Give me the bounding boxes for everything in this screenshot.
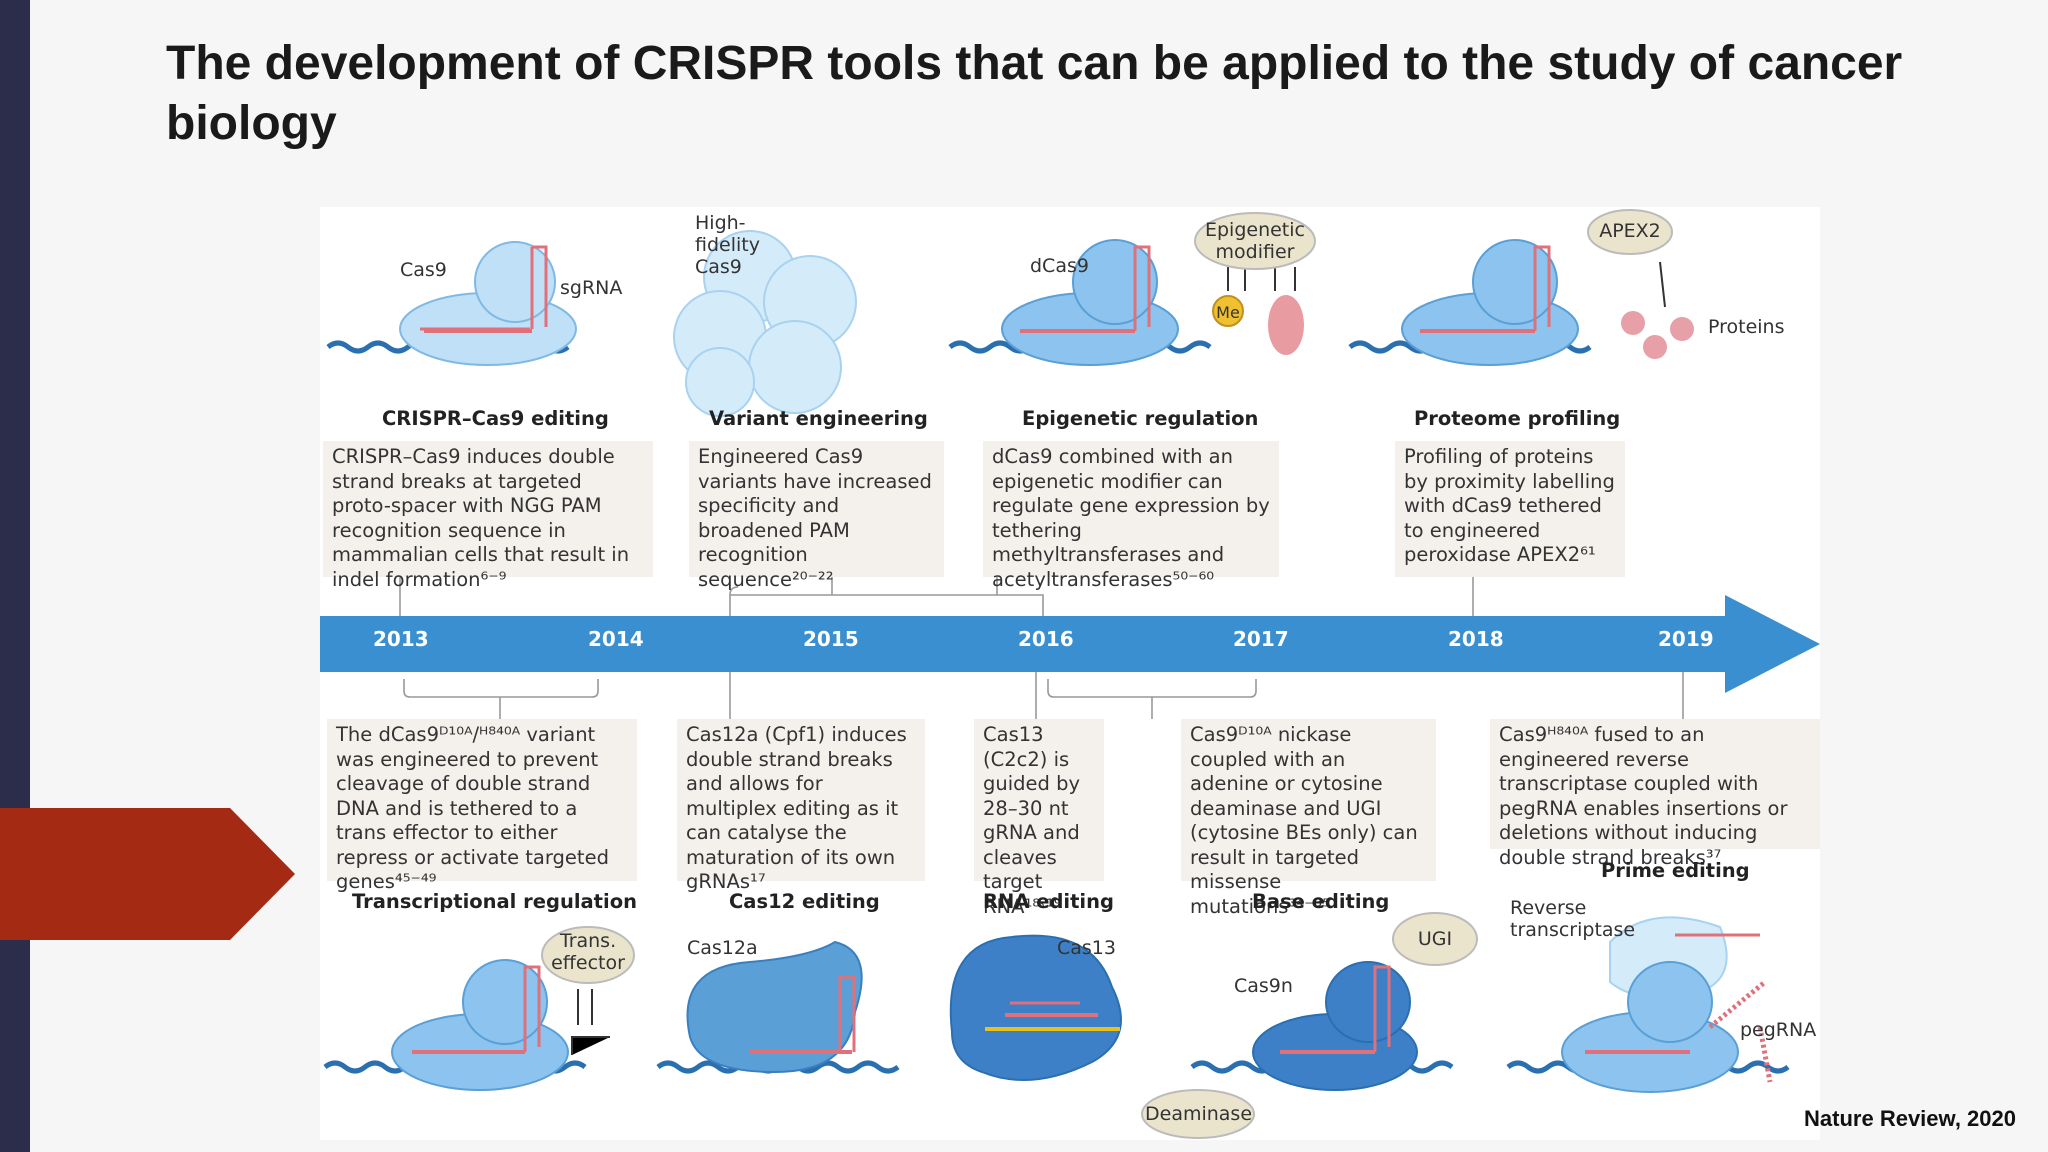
- proteome-illustration: [1348, 209, 1694, 366]
- year-2016: 2016: [1018, 627, 1074, 651]
- callout-me: Me: [1216, 303, 1240, 322]
- callout-ugi: UGI: [1417, 928, 1453, 950]
- transcriptional-illustration: [323, 926, 635, 1091]
- cas13-illustration: [949, 934, 1122, 1081]
- callout-epigenetic-modifier: Epigenetic modifier: [1204, 219, 1305, 263]
- callout-cas13: Cas13: [1057, 937, 1116, 959]
- crispr-timeline-figure: CRISPR–Cas9 editing Variant engineering …: [320, 207, 1820, 1140]
- slide-sidebar: [0, 0, 30, 1152]
- label-cas9-editing: CRISPR–Cas9 editing: [382, 407, 609, 430]
- label-transcriptional-regulation: Transcriptional regulation: [352, 890, 637, 913]
- callout-dcas9: dCas9: [1030, 255, 1089, 277]
- desc-base-editing: Cas9ᴰ¹⁰ᴬ nickase coupled with an adenine…: [1181, 719, 1436, 918]
- callout-proteins: Proteins: [1708, 316, 1785, 338]
- cas9-editing-illustration: [326, 241, 577, 366]
- callout-reverse-transcriptase: Reverse transcriptase: [1510, 897, 1636, 941]
- desc-prime-editing: Cas9ᴴ⁸⁴⁰ᴬ fused to an engineered reverse…: [1490, 719, 1820, 869]
- label-rna-editing: RNA editing: [983, 890, 1114, 913]
- callout-apex2: APEX2: [1599, 220, 1661, 242]
- callout-sgrna: sgRNA: [560, 277, 623, 299]
- label-epigenetic-regulation: Epigenetic regulation: [1022, 407, 1259, 430]
- timeline-arrow: [320, 595, 1820, 693]
- year-2014: 2014: [588, 627, 644, 651]
- label-variant-engineering: Variant engineering: [709, 407, 928, 430]
- slide-title: The development of CRISPR tools that can…: [166, 37, 1903, 150]
- label-proteome-profiling: Proteome profiling: [1414, 407, 1621, 430]
- year-2018: 2018: [1448, 627, 1504, 651]
- callout-pegrna: pegRNA: [1740, 1019, 1817, 1041]
- callout-cas12a: Cas12a: [687, 937, 758, 959]
- desc-proteome-profiling: Profiling of proteins by proximity label…: [1395, 441, 1625, 577]
- desc-rna-editing: Cas13 (C2c2) is guided by 28–30 nt gRNA …: [974, 719, 1104, 918]
- callout-trans-effector: Trans. effector: [551, 930, 625, 974]
- desc-transcriptional-regulation: The dCas9ᴰ¹⁰ᴬ/ᴴ⁸⁴⁰ᴬ variant was engineer…: [327, 719, 637, 893]
- label-cas12-editing: Cas12 editing: [729, 890, 880, 913]
- desc-variant-engineering: Engineered Cas9 variants have increased …: [689, 441, 944, 591]
- callout-cas9n: Cas9n: [1234, 975, 1293, 997]
- source-citation: Nature Review, 2020: [1804, 1106, 2016, 1131]
- year-2013: 2013: [373, 627, 429, 651]
- callout-deaminase: Deaminase: [1145, 1103, 1253, 1125]
- desc-cas12-editing: Cas12a (Cpf1) induces double strand brea…: [677, 719, 925, 893]
- figure-graphics: [320, 209, 1820, 1139]
- callout-hifi-cas9: High- fidelity Cas9: [695, 212, 760, 278]
- label-base-editing: Base editing: [1252, 890, 1390, 913]
- desc-epigenetic-regulation: dCas9 combined with an epigenetic modifi…: [983, 441, 1279, 591]
- arrow-marker: [0, 808, 295, 940]
- year-2017: 2017: [1233, 627, 1289, 651]
- year-2015: 2015: [803, 627, 859, 651]
- cas12-illustration: [656, 940, 900, 1074]
- year-2019: 2019: [1658, 627, 1714, 651]
- callout-cas9: Cas9: [400, 259, 447, 281]
- prime-editing-illustration: [1506, 916, 1790, 1093]
- connector-lines: [399, 577, 1684, 719]
- hifi-cas9-illustration: [673, 230, 857, 417]
- epigenetic-illustration: [948, 212, 1316, 366]
- label-prime-editing: Prime editing: [1601, 859, 1750, 882]
- base-editing-illustration: [1141, 912, 1478, 1139]
- desc-cas9-editing: CRISPR–Cas9 induces double strand breaks…: [323, 441, 653, 591]
